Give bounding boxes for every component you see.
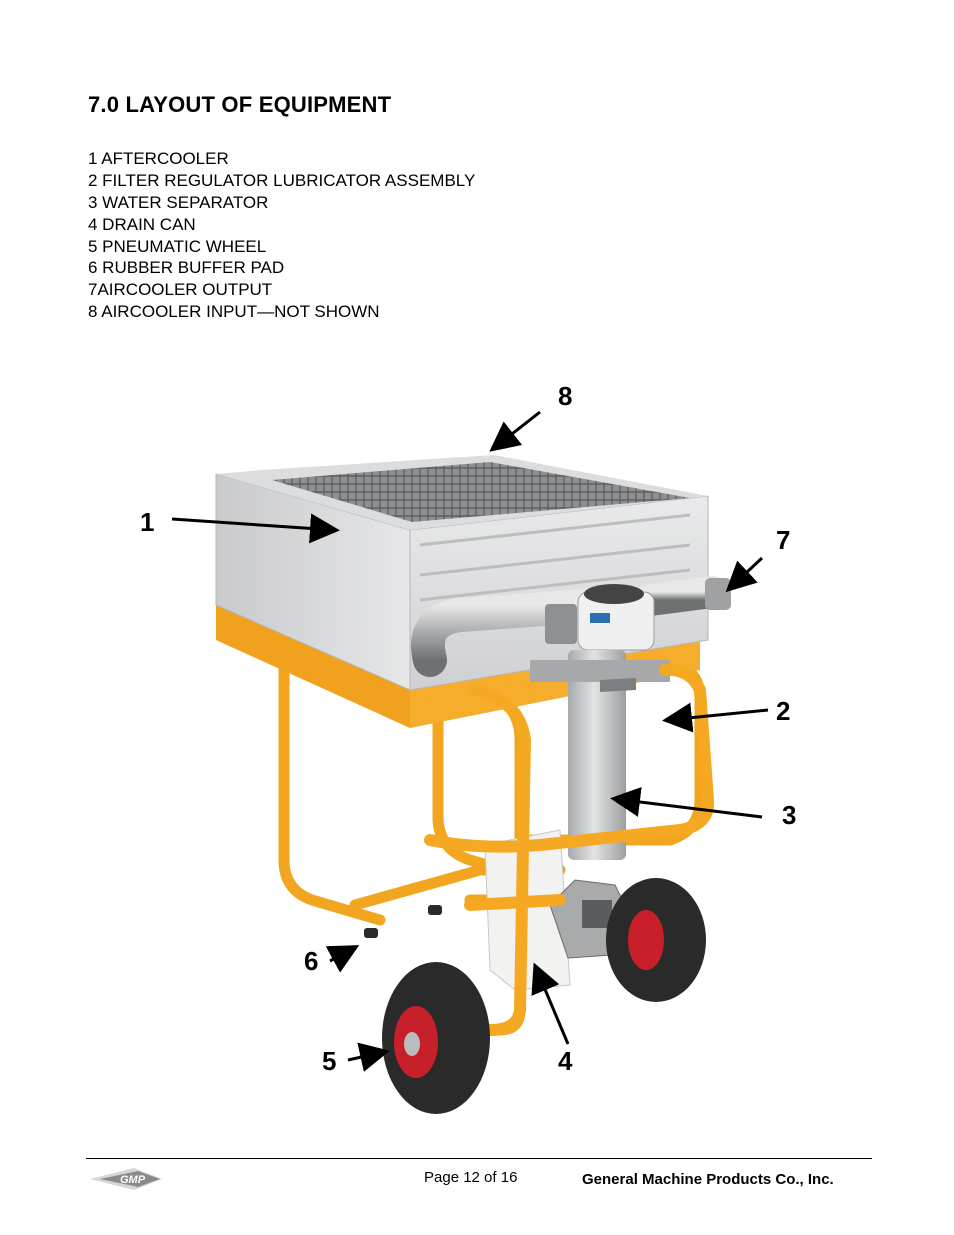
section-heading: 7.0 LAYOUT OF EQUIPMENT <box>88 92 392 117</box>
legend-item: 4 DRAIN CAN <box>88 214 196 234</box>
legend-item: 6 RUBBER BUFFER PAD <box>88 258 285 278</box>
callout-label: 6 <box>304 946 319 976</box>
page-number: Page 12 of 16 <box>424 1169 518 1186</box>
callout-label: 8 <box>558 381 573 411</box>
legend-item: 2 FILTER REGULATOR LUBRICATOR ASSEMBLY <box>88 170 476 190</box>
company-name: General Machine Products Co., Inc. <box>582 1171 834 1188</box>
legend-item: 8 AIRCOOLER INPUT—NOT SHOWN <box>88 302 380 322</box>
pneumatic-wheel <box>382 878 706 1114</box>
gmp-logo: GMP <box>90 1168 162 1190</box>
footer-divider <box>86 1158 872 1159</box>
callout-label: 3 <box>782 800 797 830</box>
callout-label: 4 <box>558 1046 573 1076</box>
component-legend: 1 AFTERCOOLER 2 FILTER REGULATOR LUBRICA… <box>88 148 475 323</box>
pipework <box>411 576 731 677</box>
legend-item: 1 AFTERCOOLER <box>88 149 229 168</box>
callout-label: 2 <box>776 696 791 726</box>
callout-label: 5 <box>322 1046 337 1076</box>
logo-text: GMP <box>120 1174 146 1186</box>
legend-item: 5 PNEUMATIC WHEEL <box>88 236 267 256</box>
rubber-buffer-pad <box>364 905 442 938</box>
callout-arrows <box>171 410 769 1072</box>
callout-label: 1 <box>140 507 155 537</box>
callout-label: 7 <box>776 525 791 555</box>
legend-item: 7AIRCOOLER OUTPUT <box>88 280 273 300</box>
legend-item: 3 WATER SEPARATOR <box>88 192 269 212</box>
